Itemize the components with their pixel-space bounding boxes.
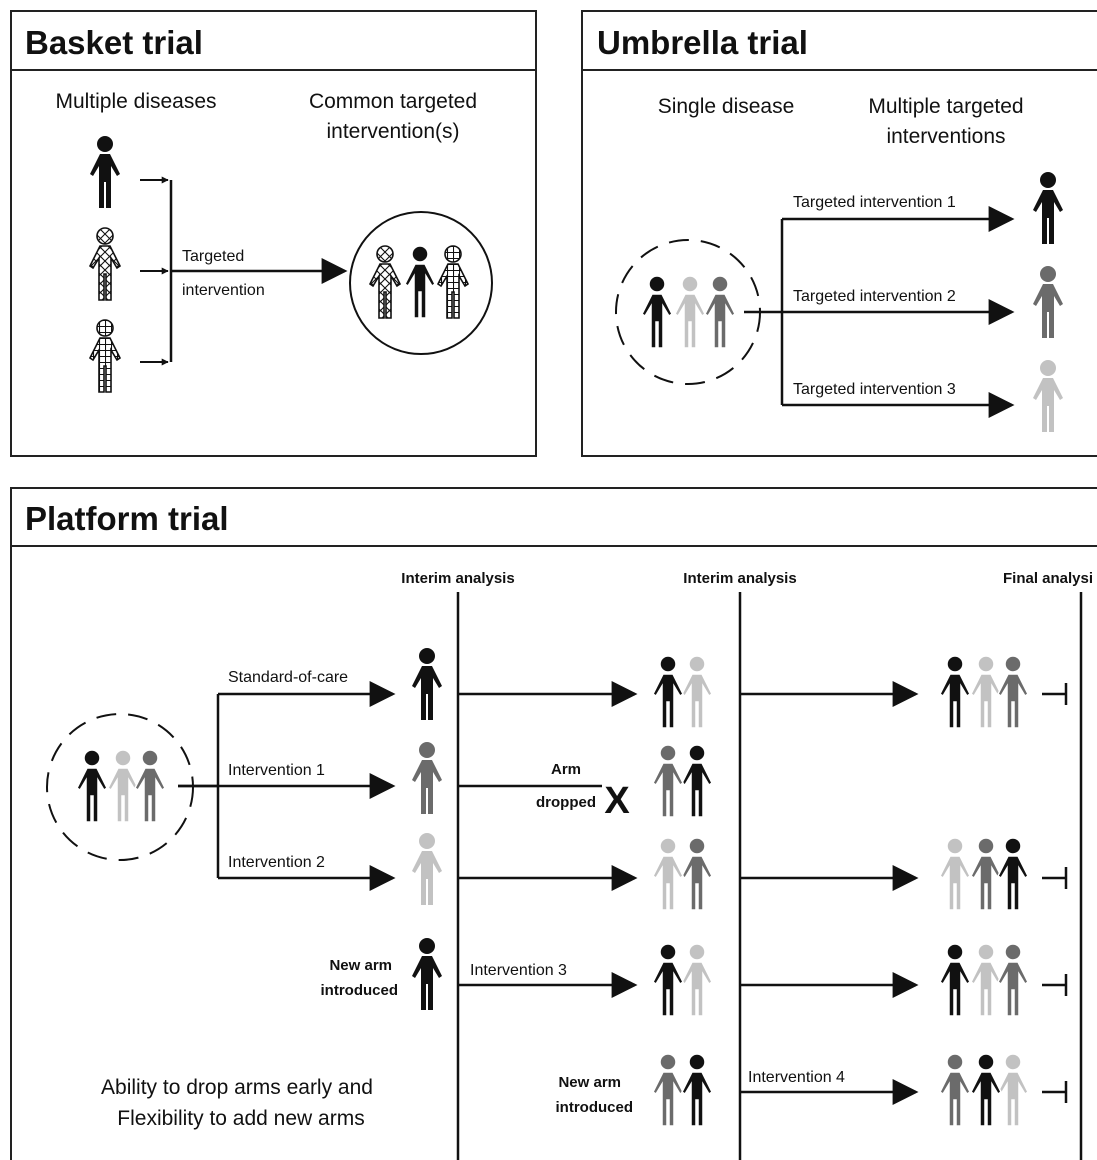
- platform-panel: Platform trial Interim analysis Interim …: [10, 487, 1097, 1160]
- platform-frame: [10, 487, 1097, 1160]
- umbrella-arm-label-3: Targeted intervention 3: [793, 381, 956, 398]
- person-icon: [412, 833, 442, 905]
- person-icon: [970, 655, 1002, 729]
- umbrella-left-heading: Single disease: [658, 95, 795, 118]
- person-icon: [90, 136, 120, 208]
- arm-dropped-label-2: dropped: [536, 794, 596, 811]
- new-arm-label-3: New arm: [558, 1074, 621, 1091]
- arm-dropped-mark: X: [604, 780, 630, 822]
- milestone-label-1: Interim analysis: [401, 570, 514, 587]
- end-bar: [1042, 867, 1068, 889]
- basket-left-heading: Multiple diseases: [55, 90, 216, 113]
- person-icon: [437, 245, 469, 319]
- person-icon: [970, 837, 1002, 911]
- basket-panel: Basket trial Multiple diseases Common ta…: [10, 10, 537, 457]
- person-icon: [681, 837, 713, 911]
- person-icon: [997, 837, 1029, 911]
- basket-right-heading-2: intervention(s): [326, 120, 459, 143]
- person-icon: [369, 245, 401, 319]
- person-icon: [89, 319, 121, 393]
- person-icon: [1033, 172, 1063, 244]
- end-bar: [1042, 683, 1068, 705]
- arm-dropped-label-1: Arm: [551, 761, 581, 778]
- person-icon: [939, 837, 971, 911]
- new-arm-label-4: introduced: [556, 1099, 634, 1116]
- person-icon: [652, 943, 684, 1017]
- person-icon: [1033, 266, 1063, 338]
- person-icon: [997, 655, 1029, 729]
- arm-label-standard-of-care: Standard-of-care: [228, 669, 348, 686]
- arm-label-intervention-3: Intervention 3: [470, 962, 567, 979]
- person-icon: [704, 275, 736, 349]
- umbrella-right-heading-1: Multiple targeted: [868, 95, 1023, 118]
- umbrella-arm-label-2: Targeted intervention 2: [793, 288, 956, 305]
- person-icon: [107, 749, 139, 823]
- person-icon: [939, 943, 971, 1017]
- person-icon: [404, 245, 436, 319]
- platform-title: Platform trial: [25, 500, 229, 537]
- person-icon: [89, 227, 121, 301]
- person-icon: [652, 1053, 684, 1127]
- end-bar: [1042, 1081, 1068, 1103]
- basket-arrow-label-1: Targeted: [182, 248, 244, 265]
- new-arm-label-2: introduced: [321, 982, 399, 999]
- person-icon: [412, 742, 442, 814]
- person-icon: [681, 943, 713, 1017]
- person-icon: [681, 744, 713, 818]
- basket-title: Basket trial: [25, 24, 203, 61]
- umbrella-title: Umbrella trial: [597, 24, 808, 61]
- milestone-label-3: Final analysi: [1003, 570, 1093, 587]
- person-icon: [970, 943, 1002, 1017]
- basket-right-heading-1: Common targeted: [309, 90, 477, 113]
- footnote-line-2: Flexibility to add new arms: [117, 1107, 364, 1130]
- footnote-line-1: Ability to drop arms early and: [101, 1076, 373, 1099]
- group-circle: [349, 211, 493, 355]
- person-icon: [681, 1053, 713, 1127]
- person-icon: [674, 275, 706, 349]
- person-icon: [997, 1053, 1029, 1127]
- umbrella-right-heading-2: interventions: [886, 125, 1005, 148]
- person-icon: [939, 655, 971, 729]
- arm-label-intervention-2: Intervention 2: [228, 854, 325, 871]
- person-icon: [76, 749, 108, 823]
- person-icon: [997, 943, 1029, 1017]
- milestone-label-2: Interim analysis: [683, 570, 796, 587]
- person-icon: [134, 749, 166, 823]
- person-icon: [652, 655, 684, 729]
- umbrella-frame: [581, 10, 1097, 457]
- new-arm-label-1: New arm: [329, 957, 392, 974]
- basket-arrow-label-2: intervention: [182, 282, 265, 299]
- person-icon: [652, 837, 684, 911]
- end-bar: [1042, 974, 1068, 996]
- person-icon: [412, 938, 442, 1010]
- person-icon: [641, 275, 673, 349]
- umbrella-arm-label-1: Targeted intervention 1: [793, 194, 956, 211]
- umbrella-panel: Umbrella trial Single disease Multiple t…: [581, 10, 1097, 457]
- arm-label-intervention-4: Intervention 4: [748, 1069, 845, 1086]
- person-icon: [412, 648, 442, 720]
- arm-label-intervention-1: Intervention 1: [228, 762, 325, 779]
- person-icon: [939, 1053, 971, 1127]
- person-icon: [970, 1053, 1002, 1127]
- person-icon: [652, 744, 684, 818]
- person-icon: [1033, 360, 1063, 432]
- basket-frame: [10, 10, 537, 457]
- person-icon: [681, 655, 713, 729]
